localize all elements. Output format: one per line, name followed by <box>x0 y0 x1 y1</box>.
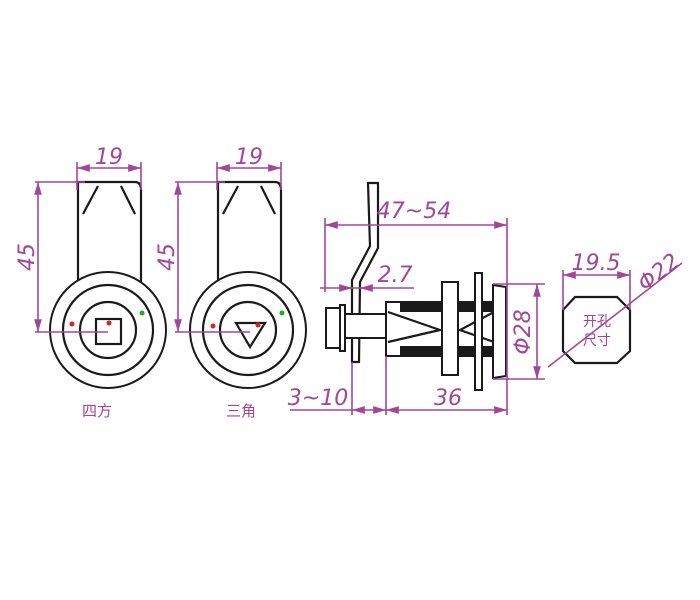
height-dim-square: 45 <box>15 243 40 271</box>
side-view: 47~54 2.7 Φ28 3~10 36 <box>288 181 545 415</box>
width-dim-triangle: 19 <box>235 145 263 170</box>
label-triangle: 三角 <box>226 402 256 420</box>
triangle-keyhole-icon <box>234 321 267 350</box>
cutout-label-2: 尺寸 <box>583 333 611 349</box>
body-length-dim: 36 <box>434 386 462 411</box>
front-view-triangle: 19 45 三角 <box>155 145 307 420</box>
cutout-width-dim: 19.5 <box>572 251 621 276</box>
height-dim-triangle: 45 <box>155 243 180 271</box>
cutout-diameter-dim: Φ22 <box>633 249 684 297</box>
front-view-square: 19 45 四方 <box>15 145 167 420</box>
panel-cutout: 19.5 Φ22 开孔 尺寸 <box>547 249 685 368</box>
diameter-dim-28: Φ28 <box>511 309 536 354</box>
label-square: 四方 <box>82 402 112 420</box>
panel-thickness-dim: 3~10 <box>288 386 348 411</box>
length-dim: 47~54 <box>377 199 451 224</box>
cutout-label-1: 开孔 <box>583 314 611 330</box>
width-dim-square: 19 <box>95 145 123 170</box>
cam-thickness-dim: 2.7 <box>378 263 413 288</box>
